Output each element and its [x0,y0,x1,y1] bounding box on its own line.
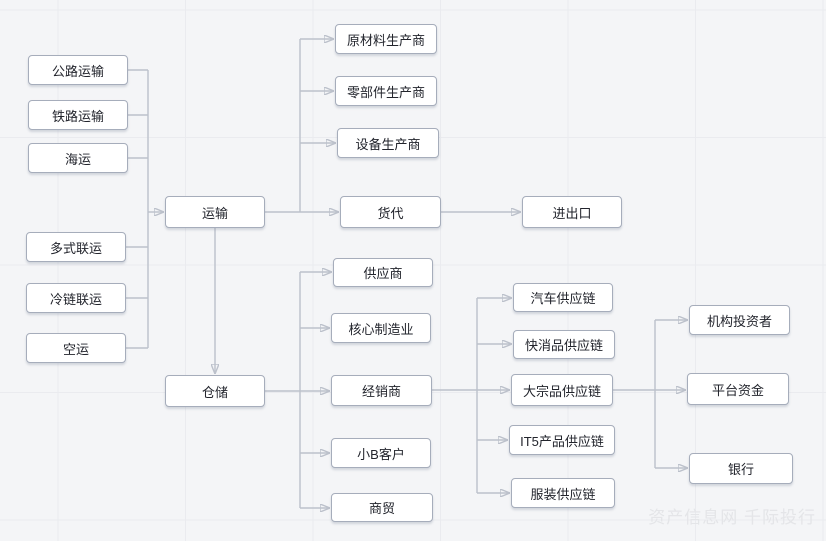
node-institutional-investor[interactable]: 机构投资者 [689,305,790,335]
node-equipment-producer[interactable]: 设备生产商 [337,128,439,158]
node-import-export[interactable]: 进出口 [522,196,622,228]
node-supplier[interactable]: 供应商 [333,258,433,287]
edge-group-distributor-to-supply-chains [432,298,512,493]
node-raw-material-producer[interactable]: 原材料生产商 [335,24,437,54]
node-multimodal[interactable]: 多式联运 [26,232,126,262]
node-rail-transport[interactable]: 铁路运输 [28,100,128,130]
node-air-freight[interactable]: 空运 [26,333,126,363]
node-bulk-supply-chain[interactable]: 大宗品供应链 [511,374,613,406]
node-transport[interactable]: 运输 [165,196,265,228]
node-platform-funds[interactable]: 平台资金 [687,373,789,405]
edge-group-transport-to-producers [265,39,339,212]
edge-group-bulk-to-funders [613,320,688,468]
node-commerce[interactable]: 商贸 [331,493,433,522]
node-freight-forwarder[interactable]: 货代 [340,196,441,228]
edge-group-modes-to-transport [126,69,164,349]
node-distributor[interactable]: 经销商 [331,375,432,406]
node-small-b-customer[interactable]: 小B客户 [331,438,431,468]
node-auto-supply-chain[interactable]: 汽车供应链 [513,283,613,312]
node-sea-freight[interactable]: 海运 [28,143,128,173]
node-warehousing[interactable]: 仓储 [165,375,265,407]
node-parts-producer[interactable]: 零部件生产商 [335,76,437,106]
node-apparel-supply-chain[interactable]: 服装供应链 [511,478,615,508]
node-cold-chain[interactable]: 冷链联运 [26,283,126,313]
node-it5-supply-chain[interactable]: IT5产品供应链 [509,425,615,455]
edge-group-warehousing-to-customers [265,272,332,508]
node-fmcg-supply-chain[interactable]: 快消品供应链 [513,330,615,359]
node-core-manufacturing[interactable]: 核心制造业 [331,313,431,343]
node-road-transport[interactable]: 公路运输 [28,55,128,85]
node-bank[interactable]: 银行 [689,453,793,484]
watermark: 资产信息网 千际投行 [648,508,816,527]
